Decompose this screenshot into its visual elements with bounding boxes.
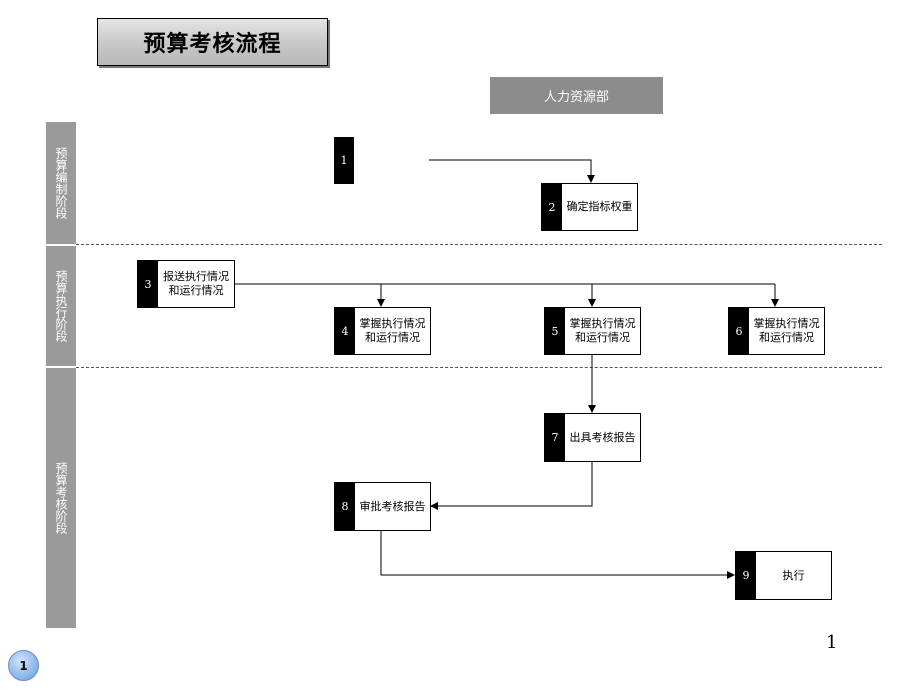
page-number: 1 (826, 632, 838, 653)
phase-separator (76, 244, 882, 245)
node-6-number: 6 (729, 308, 749, 354)
process-node-6: 6 掌握执行情况和运行情况 (728, 307, 825, 355)
node-5-label-line2: 和运行情况 (575, 331, 630, 344)
phase-label-assess: 预算考核阶段 (46, 368, 76, 628)
node-4-label-line2: 和运行情况 (365, 331, 420, 344)
connector-1-2 (429, 159, 595, 183)
connector-7-8 (430, 460, 593, 510)
connector-8-9 (380, 529, 735, 579)
node-6-label: 掌握执行情况和运行情况 (749, 308, 824, 354)
process-node-1: 1 (334, 137, 354, 184)
node-4-number: 4 (335, 308, 355, 354)
phase-label-execute-text: 预算执行阶段 (54, 270, 68, 342)
process-node-4: 4 掌握执行情况和运行情况 (334, 307, 431, 355)
node-7-label: 出具考核报告 (569, 430, 636, 444)
node-3-label: 报送执行情况和运行情况 (158, 261, 234, 307)
node-3-number: 3 (138, 261, 158, 307)
node-4-label: 掌握执行情况和运行情况 (355, 308, 430, 354)
node-6-label-line1: 掌握执行情况 (753, 317, 820, 330)
process-node-8: 8 审批考核报告 (334, 482, 431, 531)
phase-separator (76, 367, 882, 368)
node-5-number: 5 (545, 308, 565, 354)
node-5-label-line1: 掌握执行情况 (569, 317, 636, 330)
process-node-7: 7 出具考核报告 (544, 413, 641, 462)
page-title: 预算考核流程 (97, 18, 328, 66)
node-2-label: 确定指标权重 (566, 200, 633, 213)
process-node-5: 5 掌握执行情况和运行情况 (544, 307, 641, 355)
node-5-label: 掌握执行情况和运行情况 (565, 308, 640, 354)
process-node-3: 3 报送执行情况和运行情况 (137, 260, 235, 308)
phase-label-execute: 预算执行阶段 (46, 246, 76, 366)
process-node-2: 2 确定指标权重 (541, 183, 638, 231)
node-3-label-line1: 报送执行情况 (163, 270, 229, 283)
phase-label-compile-text: 预算编制阶段 (54, 147, 68, 219)
node-4-label-line1: 掌握执行情况 (359, 317, 426, 330)
node-8-number: 8 (335, 483, 355, 530)
process-node-9: 9 执行 (735, 551, 832, 600)
department-header: 人力资源部 (490, 77, 663, 114)
node-3-label-line2: 和运行情况 (168, 284, 224, 297)
node-9-number: 9 (736, 552, 756, 599)
node-9-label: 执行 (782, 568, 805, 582)
phase-label-compile: 预算编制阶段 (46, 122, 76, 244)
node-6-label-line2: 和运行情况 (759, 331, 814, 344)
node-2-number: 2 (542, 184, 562, 230)
slide-badge-number: 1 (19, 658, 28, 673)
slide-badge[interactable]: 1 (8, 650, 39, 681)
phase-label-assess-text: 预算考核阶段 (54, 462, 68, 534)
node-1-number: 1 (340, 154, 348, 167)
node-8-label: 审批考核报告 (359, 499, 426, 513)
node-7-number: 7 (545, 414, 565, 461)
